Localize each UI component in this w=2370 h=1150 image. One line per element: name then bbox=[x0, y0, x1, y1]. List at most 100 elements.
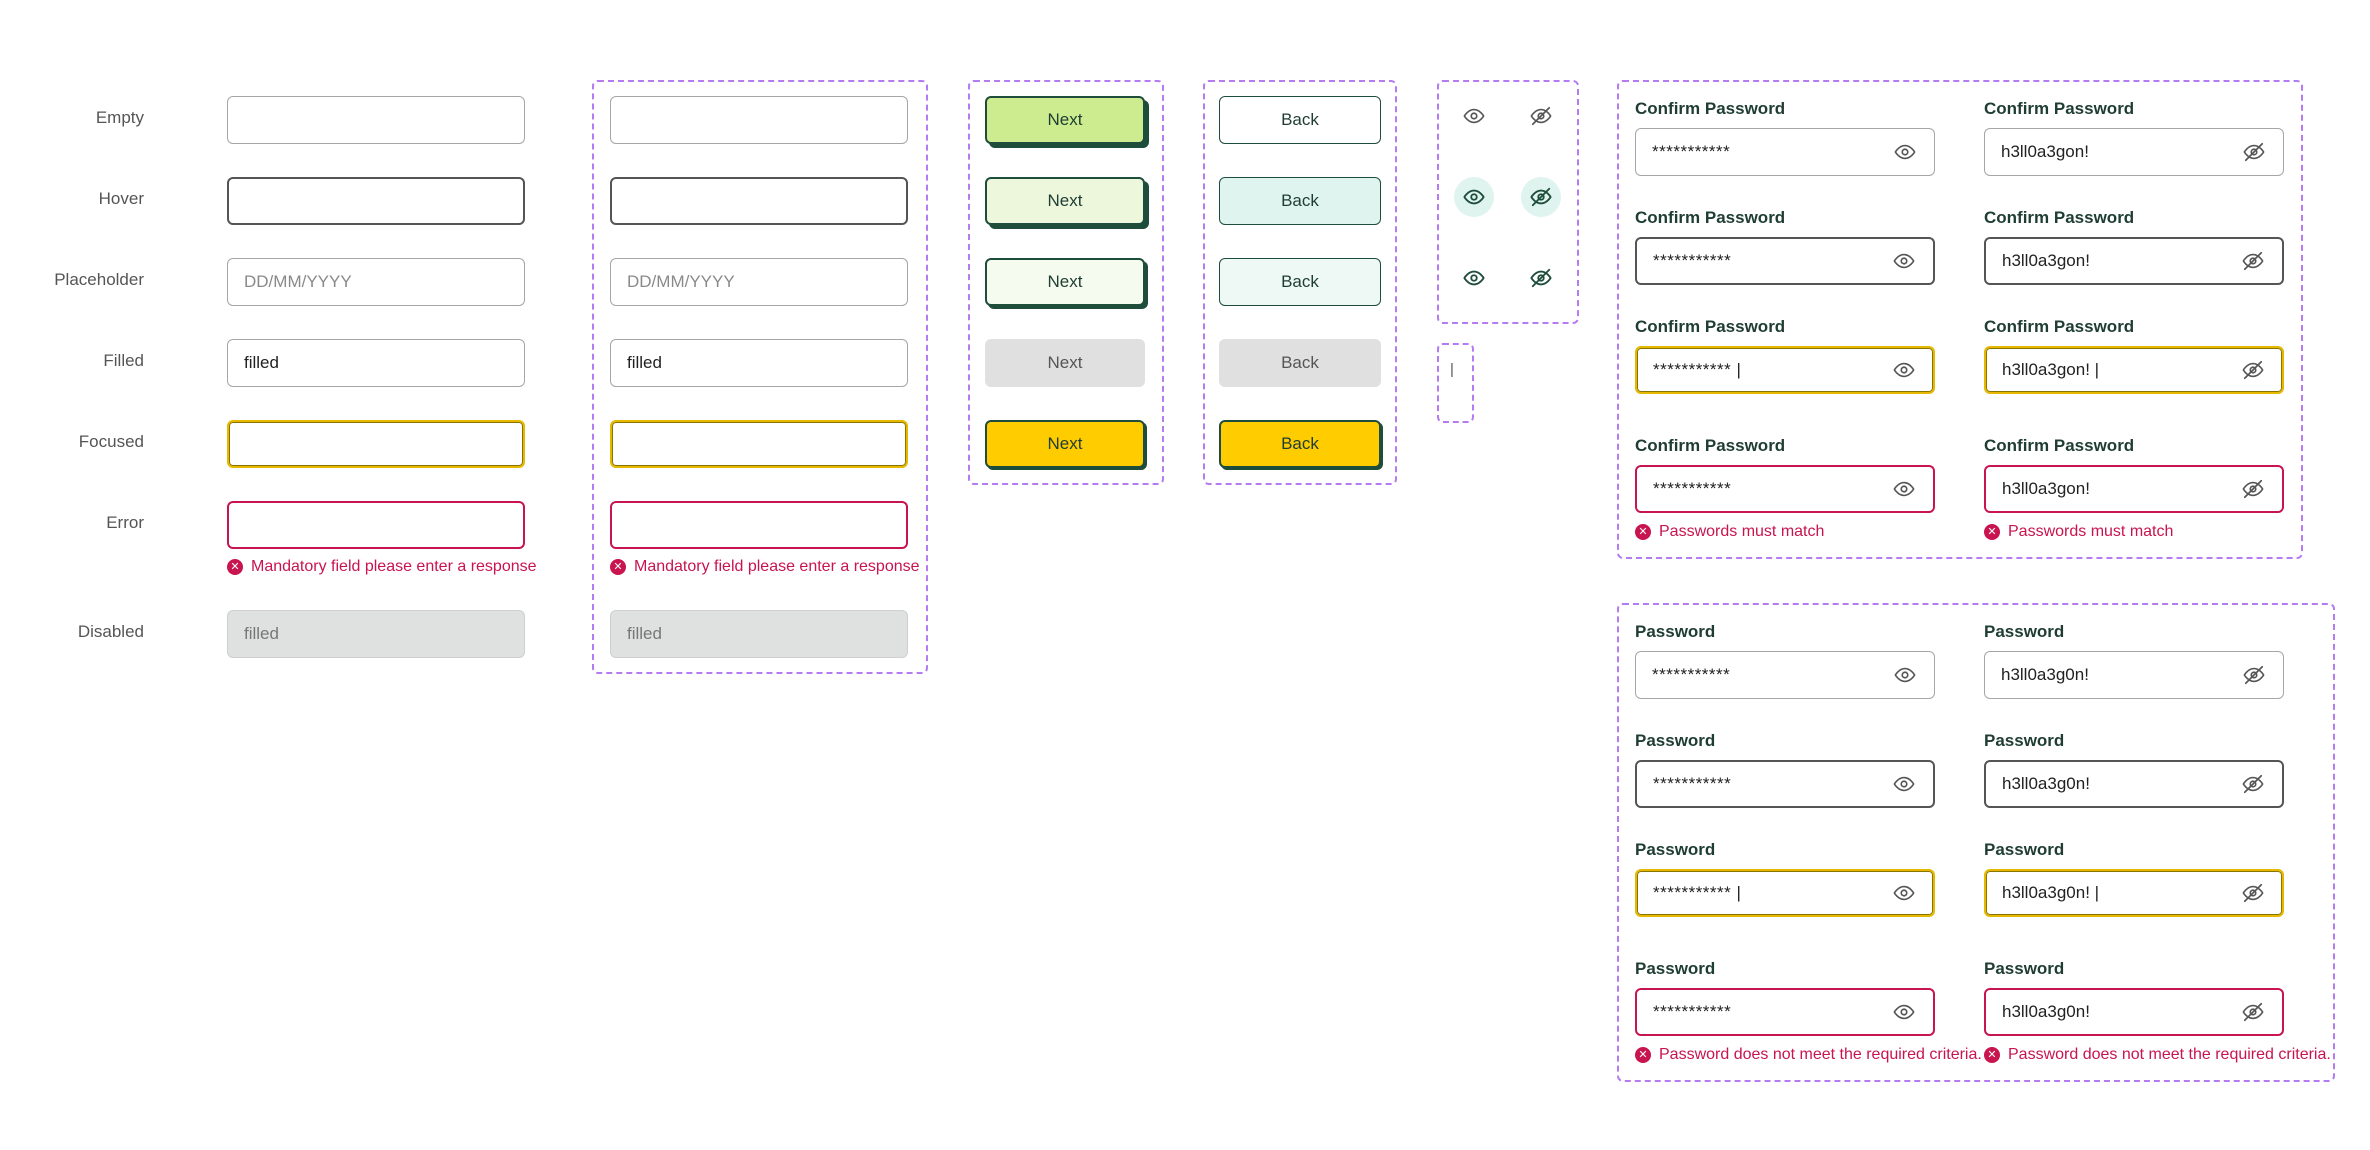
confirm-password-field[interactable]: h3ll0a3gon! bbox=[1984, 237, 2284, 285]
eye-icon[interactable] bbox=[1891, 880, 1917, 906]
text-field-empty[interactable] bbox=[227, 96, 525, 144]
text-field-error[interactable] bbox=[227, 501, 525, 549]
password-field[interactable]: *********** | bbox=[1635, 869, 1935, 917]
x-circle-icon: ✕ bbox=[610, 559, 626, 575]
field-value: *********** | bbox=[1653, 883, 1742, 902]
eye-icon[interactable] bbox=[1892, 662, 1918, 688]
back-button-disabled: Back bbox=[1219, 339, 1381, 387]
password-field[interactable]: h3ll0a3g0n! | bbox=[1984, 869, 2284, 917]
field-label: Password bbox=[1984, 731, 2065, 750]
eye-icon[interactable] bbox=[1891, 999, 1917, 1025]
next-button-default[interactable]: Next bbox=[985, 96, 1145, 144]
confirm-password-field[interactable]: h3ll0a3gon! | bbox=[1984, 346, 2284, 394]
eye-off-icon[interactable] bbox=[2240, 248, 2266, 274]
text-field-filled[interactable]: filled bbox=[610, 339, 908, 387]
confirm-password-field[interactable]: h3ll0a3gon! bbox=[1984, 128, 2284, 176]
field-label: Password bbox=[1984, 622, 2065, 641]
error-text: Password does not meet the required crit… bbox=[1659, 1046, 1982, 1063]
confirm-password-field[interactable]: *********** bbox=[1635, 237, 1935, 285]
component-set-cursor bbox=[1437, 343, 1474, 423]
confirm-password-field[interactable]: h3ll0a3gon! bbox=[1984, 465, 2284, 513]
label-empty: Empty bbox=[95, 108, 144, 127]
eye-icon[interactable] bbox=[1891, 476, 1917, 502]
placeholder-text: DD/MM/YYYY bbox=[244, 272, 352, 291]
eye-off-icon[interactable] bbox=[2241, 139, 2267, 165]
eye-off-icon[interactable] bbox=[2240, 999, 2266, 1025]
field-value: h3ll0a3g0n! bbox=[2002, 774, 2090, 793]
eye-icon[interactable] bbox=[1454, 96, 1494, 136]
field-label: Password bbox=[1635, 840, 1716, 859]
password-field[interactable]: h3ll0a3g0n! bbox=[1984, 651, 2284, 699]
field-label: Confirm Password bbox=[1635, 436, 1786, 455]
eye-icon[interactable] bbox=[1454, 177, 1494, 217]
field-label: Password bbox=[1635, 731, 1716, 750]
text-field-focused[interactable] bbox=[610, 420, 908, 468]
text-field-focused[interactable] bbox=[227, 420, 525, 468]
password-field[interactable]: *********** bbox=[1635, 760, 1935, 808]
next-button-focused[interactable]: Next bbox=[985, 420, 1145, 468]
error-message: ✕ Passwords must match bbox=[1984, 523, 2173, 541]
text-field-disabled: filled bbox=[610, 610, 908, 658]
back-button-hover[interactable]: Back bbox=[1219, 177, 1381, 225]
text-field-placeholder[interactable]: DD/MM/YYYY bbox=[227, 258, 525, 306]
field-value: filled bbox=[627, 624, 662, 643]
eye-off-icon[interactable] bbox=[1521, 258, 1561, 298]
eye-icon[interactable] bbox=[1454, 258, 1494, 298]
text-field-filled[interactable]: filled bbox=[227, 339, 525, 387]
eye-icon[interactable] bbox=[1892, 139, 1918, 165]
component-set-text-field bbox=[592, 80, 928, 674]
eye-off-icon[interactable] bbox=[2240, 771, 2266, 797]
eye-off-icon[interactable] bbox=[1521, 96, 1561, 136]
field-value: *********** bbox=[1653, 774, 1732, 793]
eye-off-icon[interactable] bbox=[2241, 662, 2267, 688]
error-text: Mandatory field please enter a response bbox=[251, 558, 537, 575]
field-value: *********** bbox=[1652, 142, 1731, 161]
eye-off-icon[interactable] bbox=[2240, 880, 2266, 906]
x-circle-icon: ✕ bbox=[1984, 524, 2000, 540]
next-button-hover[interactable]: Next bbox=[985, 177, 1145, 225]
eye-off-icon[interactable] bbox=[2240, 357, 2266, 383]
eye-icon[interactable] bbox=[1891, 771, 1917, 797]
confirm-password-field[interactable]: *********** bbox=[1635, 128, 1935, 176]
text-field-error[interactable] bbox=[610, 501, 908, 549]
password-field[interactable]: *********** bbox=[1635, 988, 1935, 1036]
component-set-confirm-password bbox=[1617, 80, 2303, 559]
confirm-password-field[interactable]: *********** bbox=[1635, 465, 1935, 513]
field-label: Password bbox=[1984, 959, 2065, 978]
password-field[interactable]: h3ll0a3g0n! bbox=[1984, 988, 2284, 1036]
field-label: Confirm Password bbox=[1984, 208, 2135, 227]
x-circle-icon: ✕ bbox=[1635, 1047, 1651, 1063]
password-field[interactable]: h3ll0a3g0n! bbox=[1984, 760, 2284, 808]
label-focused: Focused bbox=[78, 432, 144, 451]
back-button-pressed[interactable]: Back bbox=[1219, 258, 1381, 306]
field-label: Confirm Password bbox=[1984, 99, 2135, 118]
eye-icon[interactable] bbox=[1891, 248, 1917, 274]
label-error: Error bbox=[106, 513, 144, 532]
next-button-pressed[interactable]: Next bbox=[985, 258, 1145, 306]
field-value: h3ll0a3g0n! bbox=[2001, 665, 2089, 684]
placeholder-text: DD/MM/YYYY bbox=[627, 272, 735, 291]
label-hover: Hover bbox=[98, 189, 144, 208]
text-field-empty[interactable] bbox=[610, 96, 908, 144]
field-label: Confirm Password bbox=[1635, 99, 1786, 118]
password-field[interactable]: *********** bbox=[1635, 651, 1935, 699]
error-text: Passwords must match bbox=[2008, 523, 2174, 540]
x-circle-icon: ✕ bbox=[227, 559, 243, 575]
component-set-eye-icon bbox=[1437, 80, 1579, 324]
text-field-hover[interactable] bbox=[610, 177, 908, 225]
field-value: *********** bbox=[1653, 251, 1732, 270]
eye-off-icon[interactable] bbox=[1521, 177, 1561, 217]
error-message: ✕ Mandatory field please enter a respons… bbox=[227, 558, 537, 576]
back-button-default[interactable]: Back bbox=[1219, 96, 1381, 144]
field-label: Password bbox=[1635, 959, 1716, 978]
error-message: ✕ Passwords must match bbox=[1635, 523, 1824, 541]
back-button-focused[interactable]: Back bbox=[1219, 420, 1381, 468]
text-cursor: | bbox=[1450, 361, 1454, 378]
field-value: h3ll0a3g0n! | bbox=[2002, 883, 2100, 902]
text-field-placeholder[interactable]: DD/MM/YYYY bbox=[610, 258, 908, 306]
eye-icon[interactable] bbox=[1891, 357, 1917, 383]
text-field-hover[interactable] bbox=[227, 177, 525, 225]
eye-off-icon[interactable] bbox=[2240, 476, 2266, 502]
next-button-disabled: Next bbox=[985, 339, 1145, 387]
confirm-password-field[interactable]: *********** | bbox=[1635, 346, 1935, 394]
